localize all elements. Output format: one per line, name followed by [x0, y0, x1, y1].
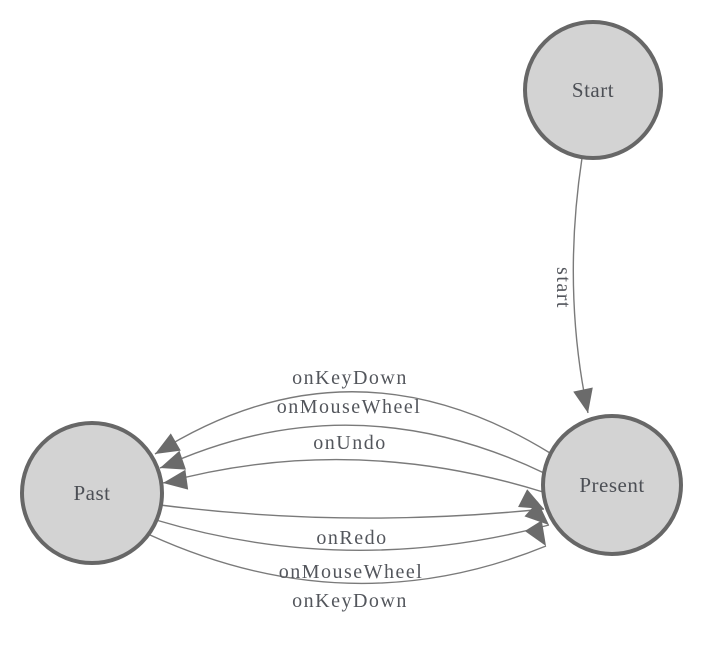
- transition-label-undo-to-past: onUndo: [313, 432, 386, 454]
- arrowhead-keydown-to-present: [524, 520, 546, 546]
- transition-label-keydown-to-past: onKeyDown: [292, 367, 408, 389]
- state-node-past[interactable]: [20, 421, 164, 565]
- arrowhead-undo-to-past: [163, 469, 189, 490]
- arrowhead-mousewheel-to-past: [160, 450, 186, 470]
- arrowhead-mousewheel-to-present: [524, 501, 549, 525]
- transition-edge-keydown-to-present: [149, 534, 547, 585]
- transition-label-mousewheel-to-past: onMouseWheel: [277, 396, 422, 418]
- state-node-label-start: Start: [572, 78, 614, 102]
- transition-edge-redo-to-present: [159, 504, 545, 519]
- transition-edge-start: [572, 157, 589, 414]
- state-node-label-present: Present: [579, 473, 644, 497]
- transition-edge-mousewheel-to-present: [155, 519, 550, 552]
- transition-label-start: start: [552, 267, 574, 309]
- arrowhead-start: [573, 387, 593, 413]
- transition-label-mousewheel-to-present: onMouseWheel: [279, 561, 424, 583]
- arrowhead-keydown-to-past: [155, 433, 181, 454]
- transition-edge-undo-to-past: [162, 458, 544, 493]
- state-node-label-past: Past: [73, 481, 110, 505]
- transition-label-keydown-to-present: onKeyDown: [292, 590, 408, 612]
- transition-edge-keydown-to-past: [154, 391, 551, 455]
- transition-label-redo-to-present: onRedo: [316, 527, 387, 549]
- transition-edge-mousewheel-to-past: [159, 424, 545, 474]
- state-node-start[interactable]: [523, 20, 663, 160]
- state-node-present[interactable]: [541, 414, 683, 556]
